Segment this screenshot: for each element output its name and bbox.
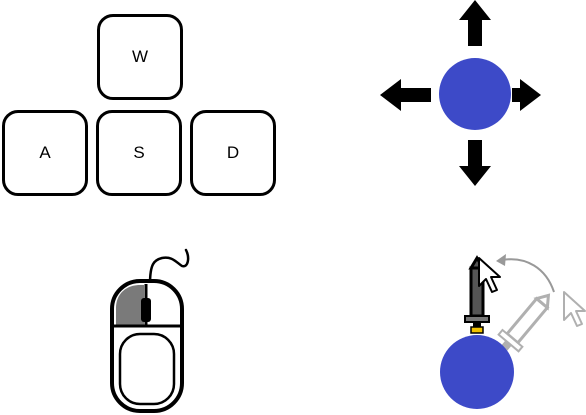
- ghost-cursor-icon: [563, 291, 586, 327]
- arrow-right-icon: [512, 79, 541, 111]
- cursor-icon: [478, 257, 501, 293]
- mouse-left-click-icon: [110, 248, 190, 413]
- player-ball: [439, 58, 511, 130]
- key-d: D: [190, 110, 276, 196]
- swing-arc-arrow: [501, 258, 555, 293]
- key-w: W: [97, 14, 183, 100]
- arrow-left-icon: [380, 79, 431, 111]
- sword-guard: [470, 326, 484, 334]
- mouse-scroll-wheel: [141, 298, 151, 322]
- ghost-sword: [497, 293, 551, 354]
- sword-swing-icon: [440, 254, 586, 409]
- arrow-up-icon: [459, 0, 491, 46]
- key-a: A: [2, 110, 88, 196]
- key-s: S: [96, 110, 182, 196]
- arrow-down-icon: [459, 140, 491, 186]
- mouse-left-button: [116, 285, 144, 325]
- player-ball: [440, 335, 514, 409]
- movement-diagram: [380, 0, 541, 186]
